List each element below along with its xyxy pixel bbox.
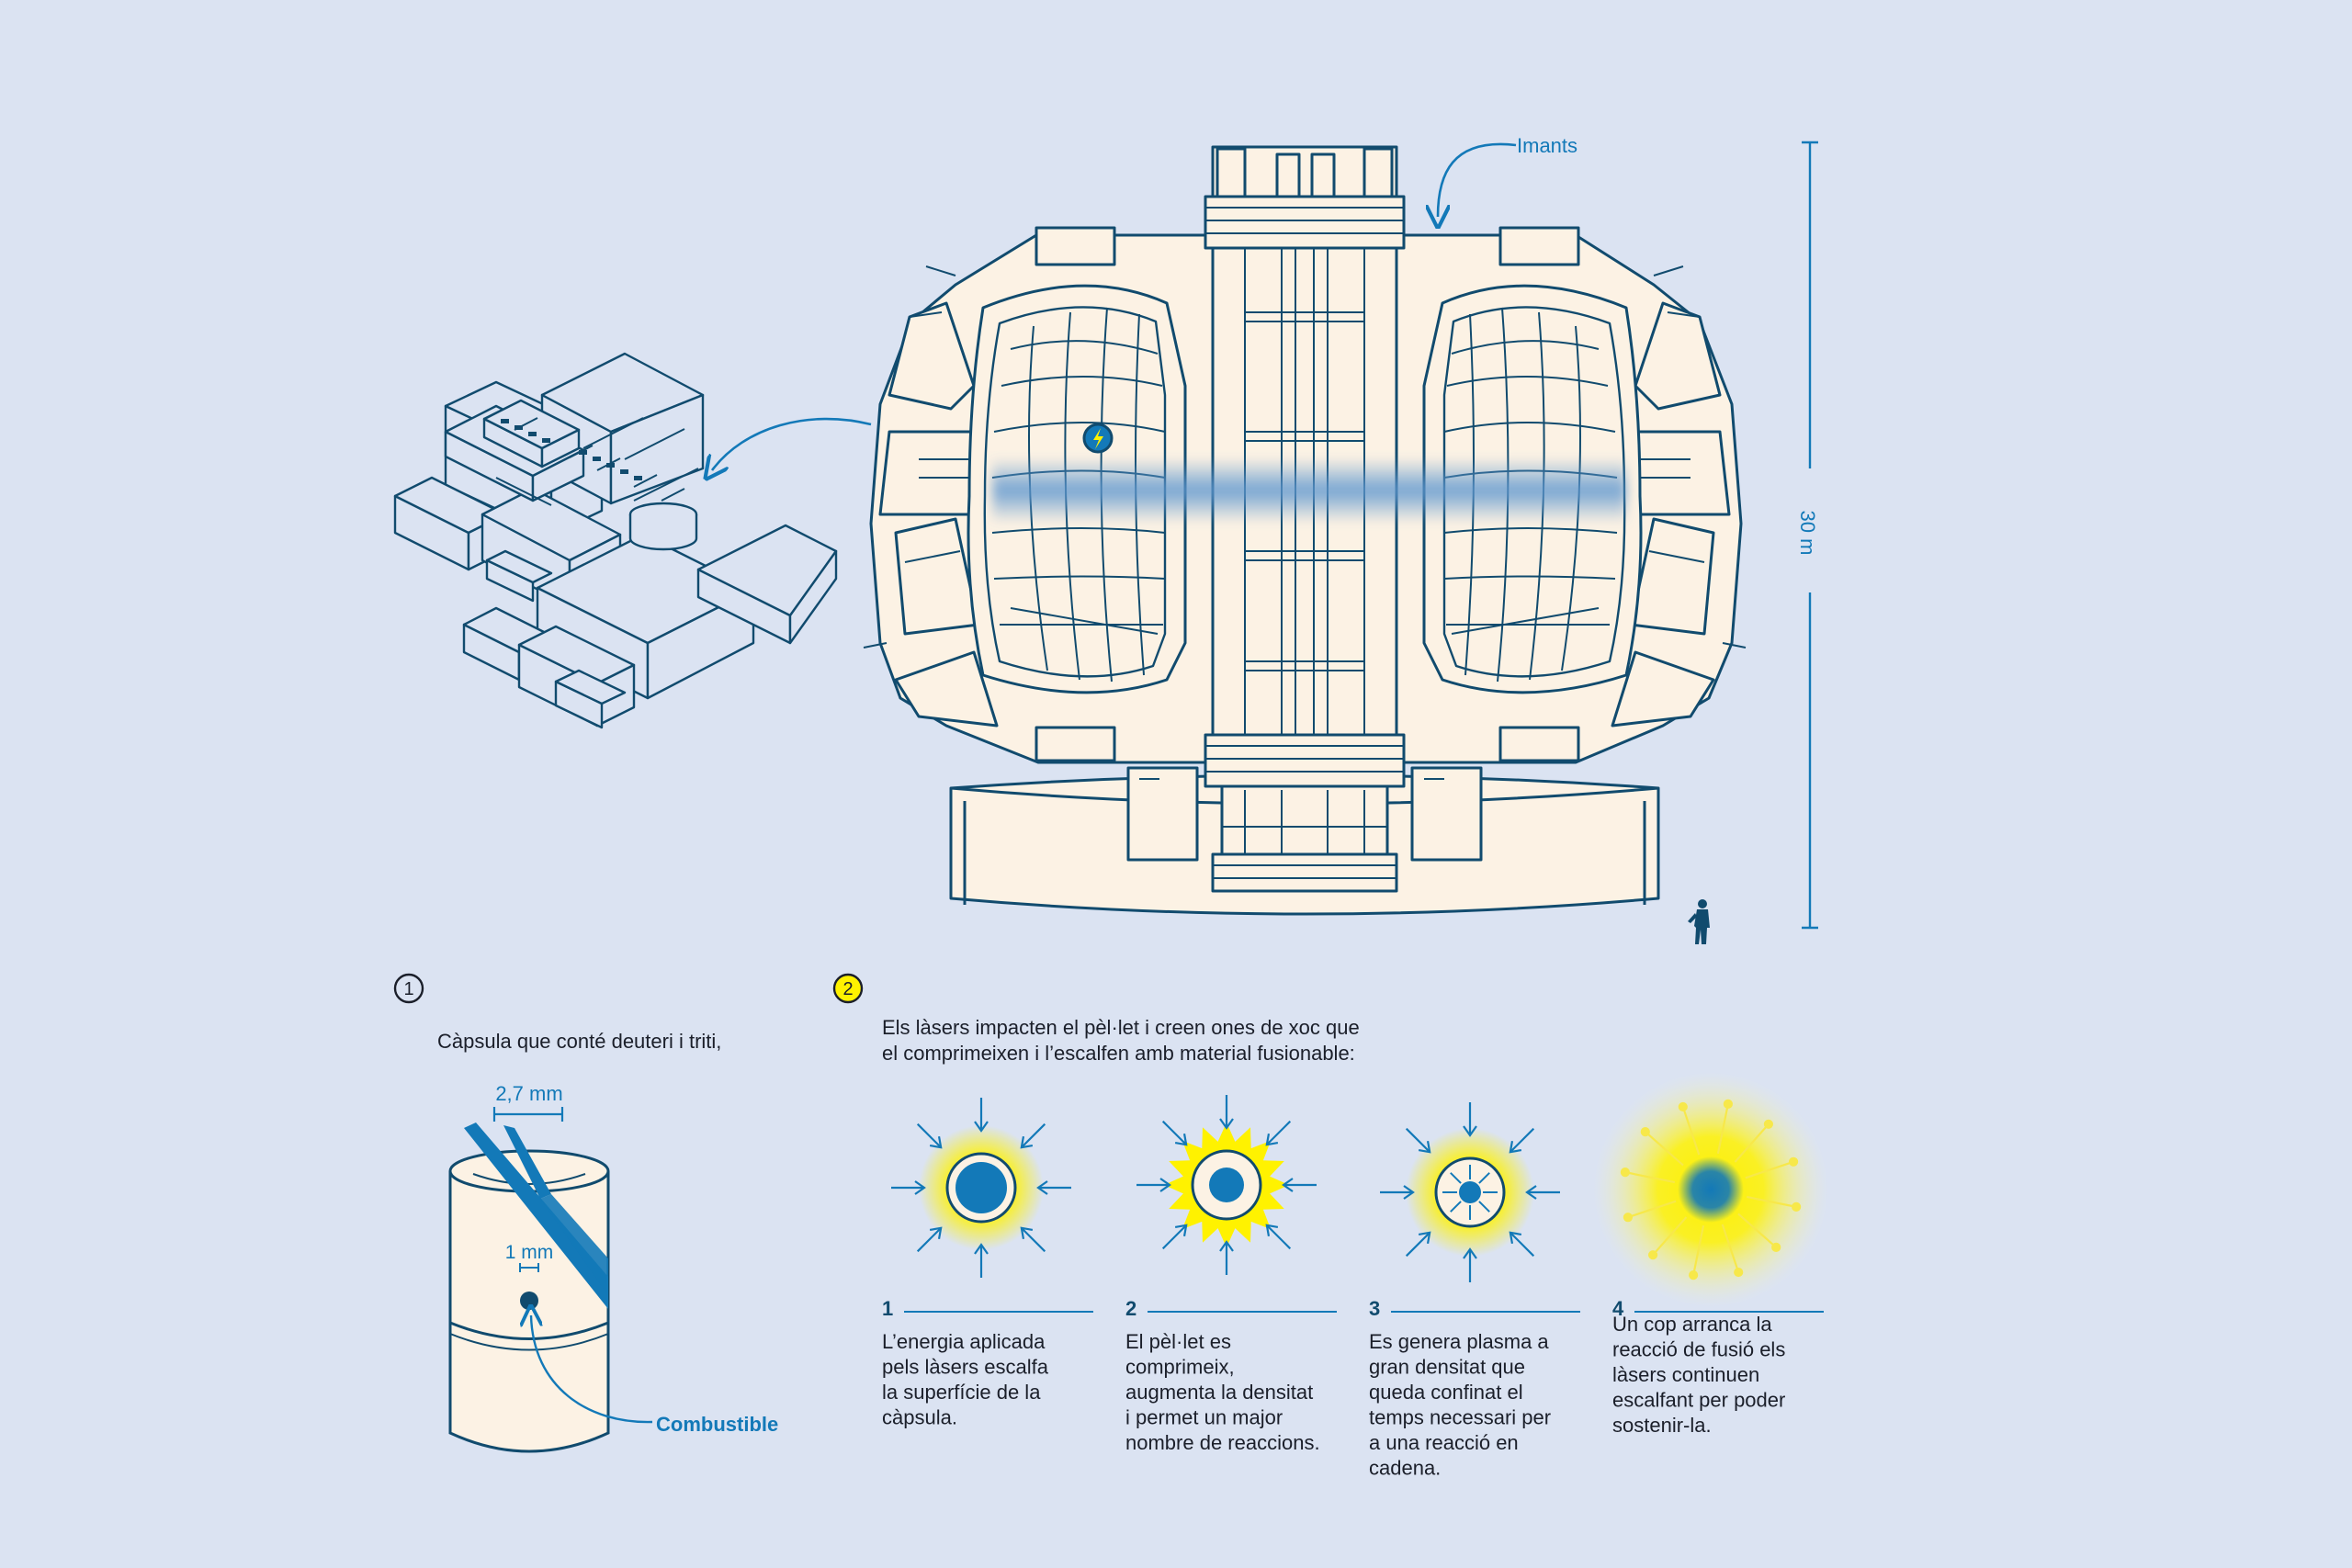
laser-arrowhead <box>1020 1135 1034 1149</box>
stage-3-illustration <box>1406 1128 1534 1257</box>
step-text-line: temps necessari per <box>1369 1406 1551 1429</box>
laser-arrowhead <box>1463 1125 1477 1137</box>
step-number: 1 <box>882 1297 893 1320</box>
step-2: 2 El pèl·let es comprimeix,augmenta la den… <box>1125 1297 1337 1454</box>
lightning-icon <box>1082 423 1114 454</box>
step-text-line: cadena. <box>1369 1457 1441 1480</box>
capsule-width-label: 2,7 mm <box>495 1082 562 1105</box>
step-text-line: nombre de reaccions. <box>1125 1431 1320 1454</box>
laser-arrowhead <box>1463 1247 1477 1259</box>
step-text-line: càpsula. <box>882 1406 957 1429</box>
laser-arrowhead <box>1265 1224 1279 1237</box>
laser-arrowhead <box>1403 1185 1415 1200</box>
step-text-line: Un cop arranca la <box>1612 1313 1772 1336</box>
svg-text:2: 2 <box>842 979 853 999</box>
stage-4-illustration <box>1593 1072 1828 1307</box>
capsule-width-dimension <box>492 1107 564 1122</box>
intro-line-1: Els làsers impacten el pèl·let i creen o… <box>882 1016 1360 1039</box>
laser-arrowhead <box>1265 1133 1279 1146</box>
step-text-line: escalfant per poder <box>1612 1389 1785 1412</box>
step-number: 4 <box>1612 1297 1624 1320</box>
reactor-cross-section <box>869 145 1743 916</box>
fuel-arrow <box>531 1315 653 1424</box>
laser-arrowhead <box>929 1135 943 1149</box>
laser-arrowhead <box>914 1180 926 1195</box>
step-text-line: a una reacció en <box>1369 1431 1519 1454</box>
magnets-arrow <box>1438 142 1517 217</box>
step-number: 2 <box>1125 1297 1136 1320</box>
section1-badge: 1 <box>393 973 424 1004</box>
laser-arrow <box>916 1227 942 1253</box>
laser-arrow <box>1161 1224 1187 1250</box>
laser-arrowhead <box>1282 1178 1294 1192</box>
step-3: 3 Es genera plasma a gran densitat quequed… <box>1369 1297 1580 1480</box>
laser-arrowhead <box>1525 1185 1537 1200</box>
inner-diameter-dimension <box>519 1263 539 1272</box>
step-text-line: comprimeix, <box>1125 1356 1235 1379</box>
laser-arrowhead <box>974 1243 989 1255</box>
fuel-core <box>520 1292 538 1310</box>
laser-arrowhead <box>1509 1140 1522 1154</box>
stage-2-illustration <box>1164 1122 1289 1247</box>
laser-arrow <box>1161 1120 1187 1145</box>
laser-arrow <box>916 1122 942 1148</box>
height-label: 30 m <box>1796 511 1819 556</box>
laser-arrow <box>1405 1127 1430 1153</box>
laser-arrowhead <box>1418 1140 1431 1154</box>
laser-arrowhead <box>1219 1240 1234 1252</box>
step-text-line: sostenir-la. <box>1612 1414 1712 1437</box>
laser-arrow <box>1021 1227 1046 1253</box>
laser-arrow <box>1510 1127 1535 1153</box>
height-dimension <box>1802 141 1818 930</box>
laser-arrowhead <box>1418 1231 1431 1245</box>
step-number: 3 <box>1369 1297 1380 1320</box>
section2-badge: 2 <box>832 973 864 1004</box>
capsule-caption: Càpsula que conté deuteri i triti, <box>437 1030 721 1053</box>
facility-arrow <box>712 417 872 470</box>
laser-arrowhead <box>1219 1118 1234 1130</box>
inner-diameter-label: 1 mm <box>505 1242 554 1263</box>
laser-arrow <box>1405 1232 1430 1258</box>
laser-arrowhead <box>929 1226 943 1240</box>
step-text-line: queda confinat el <box>1369 1381 1523 1404</box>
plasma-band <box>992 457 1626 524</box>
laser-arrowhead <box>1174 1224 1188 1237</box>
intro-line-2: el comprimeixen i l’escalfen amb materia… <box>882 1042 1355 1065</box>
laser-arrows <box>891 1095 1560 1282</box>
svg-text:1: 1 <box>403 979 413 999</box>
laser-arrow <box>1266 1224 1292 1250</box>
laser-arrowhead <box>1159 1178 1171 1192</box>
laser-arrow <box>1510 1232 1535 1258</box>
fuel-label: Combustible <box>656 1413 778 1436</box>
step-text-line: El pèl·let es <box>1125 1330 1231 1353</box>
laser-arrowhead <box>1509 1231 1522 1245</box>
laser-arrow <box>1266 1120 1292 1145</box>
laser-arrowhead <box>1020 1226 1034 1240</box>
step-text-line: Es genera plasma a <box>1369 1330 1549 1353</box>
laser-arrowhead <box>974 1121 989 1133</box>
stage-1-illustration <box>919 1125 1044 1250</box>
laser-arrowhead <box>1174 1133 1188 1146</box>
step-1: 1L’energia aplicada pels làsers escalfala… <box>882 1297 1093 1429</box>
step-text-line: la superfície de la <box>882 1381 1041 1404</box>
steps: 1L’energia aplicada pels làsers escalfala… <box>882 1297 1824 1480</box>
step-text-line: reacció de fusió els <box>1612 1338 1785 1361</box>
human-scale-icon <box>1688 899 1710 944</box>
laser-arrow <box>1021 1122 1046 1148</box>
step-text-line: L’energia aplicada <box>882 1330 1046 1353</box>
step-text-line: i permet un major <box>1125 1406 1283 1429</box>
step-text-line: augmenta la densitat <box>1125 1381 1313 1404</box>
facility-illustration <box>393 352 838 729</box>
step-text-line: gran densitat que <box>1369 1356 1525 1379</box>
magnets-label: Imants <box>1517 134 1577 157</box>
laser-arrowhead <box>1036 1180 1048 1195</box>
laser-beams <box>464 1122 608 1309</box>
step-text-line: làsers continuen <box>1612 1363 1759 1386</box>
step-text-line: pels làsers escalfa <box>882 1356 1049 1379</box>
